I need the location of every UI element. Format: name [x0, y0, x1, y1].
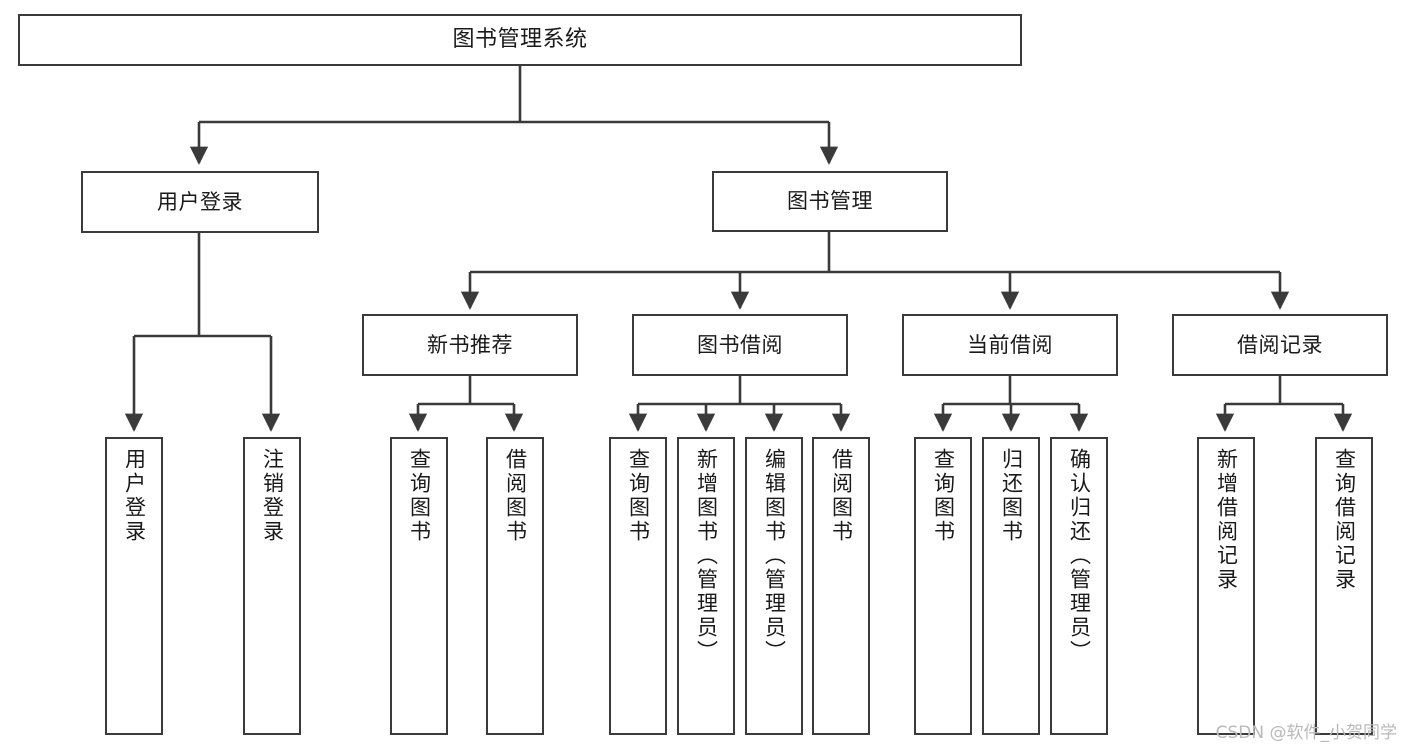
leaf-current-borrow-return-book[interactable]: 归还图书 — [982, 437, 1040, 735]
node-label: 查询图书 — [931, 448, 956, 544]
node-root-book-management-system[interactable]: 图书管理系统 — [18, 14, 1022, 66]
csdn-watermark: CSDN @软件_小贺同学 — [1215, 723, 1397, 743]
leaf-book-borrow-query-book[interactable]: 查询图书 — [609, 437, 667, 735]
node-label: 用户登录 — [157, 189, 243, 214]
node-label: 查询借阅记录 — [1332, 448, 1357, 592]
leaf-user-login-login[interactable]: 用户登录 — [105, 437, 163, 735]
node-label: 图书借阅 — [697, 332, 783, 357]
leaf-records-add-borrow-record[interactable]: 新增借阅记录 — [1197, 437, 1255, 735]
node-current-borrowing[interactable]: 当前借阅 — [902, 314, 1118, 376]
leaf-current-borrow-query-book[interactable]: 查询图书 — [914, 437, 972, 735]
node-label: 图书管理 — [787, 189, 873, 214]
node-label: 借阅记录 — [1237, 332, 1323, 357]
node-book-management[interactable]: 图书管理 — [712, 171, 948, 232]
leaf-new-book-query-book[interactable]: 查询图书 — [390, 437, 448, 735]
node-label: 借阅图书 — [503, 448, 528, 544]
node-label: 借阅图书 — [829, 448, 854, 544]
leaf-book-borrow-add-book-admin[interactable]: 新增图书（管理员） — [677, 437, 735, 735]
node-new-book-recommendation[interactable]: 新书推荐 — [362, 314, 578, 376]
node-user-login[interactable]: 用户登录 — [81, 171, 319, 233]
node-label: 查询图书 — [407, 448, 432, 544]
leaf-records-query-borrow-record[interactable]: 查询借阅记录 — [1315, 437, 1373, 735]
leaf-user-login-logout[interactable]: 注销登录 — [243, 437, 301, 735]
node-label: 归还图书 — [999, 448, 1024, 544]
leaf-book-borrow-edit-book-admin[interactable]: 编辑图书（管理员） — [745, 437, 803, 735]
node-book-borrowing[interactable]: 图书借阅 — [632, 314, 848, 376]
leaf-new-book-borrow-book[interactable]: 借阅图书 — [486, 437, 544, 735]
leaf-book-borrow-borrow-book[interactable]: 借阅图书 — [812, 437, 870, 735]
node-borrowing-records[interactable]: 借阅记录 — [1172, 314, 1388, 376]
node-label: 用户登录 — [122, 448, 147, 544]
node-label: 新书推荐 — [427, 332, 513, 357]
node-label: 编辑图书（管理员） — [762, 448, 787, 664]
node-label: 确认归还（管理员） — [1067, 448, 1092, 664]
node-label: 当前借阅 — [967, 332, 1053, 357]
node-label: 查询图书 — [626, 448, 651, 544]
node-label: 新增借阅记录 — [1214, 448, 1239, 592]
node-label: 新增图书（管理员） — [694, 448, 719, 664]
leaf-current-borrow-confirm-return-admin[interactable]: 确认归还（管理员） — [1050, 437, 1108, 735]
node-label: 注销登录 — [260, 448, 285, 544]
node-label: 图书管理系统 — [452, 27, 588, 53]
